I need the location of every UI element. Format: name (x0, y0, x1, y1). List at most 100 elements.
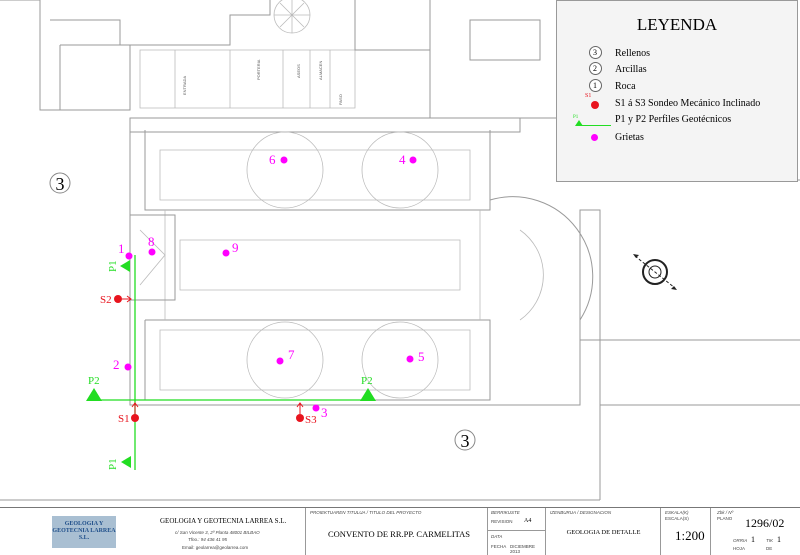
profile-markers: P1 P1 P2 P2 (86, 260, 376, 470)
legend-item: 3 Rellenos (557, 46, 797, 62)
profile-triangle-icon (575, 120, 583, 126)
plan-number: 1296/02 (745, 516, 785, 530)
legend-label: Grietas (615, 132, 644, 143)
legend-title: LEYENDA (636, 15, 718, 34)
building-walls (0, 0, 800, 501)
revision-header: BERRIKUSTE (491, 510, 520, 515)
sheet-label: HOJA (733, 546, 746, 551)
legend-label: Roca (615, 81, 636, 92)
crack-label: 1 (118, 241, 125, 256)
title-block: GEOLOGIA Y GEOTECNIA LARREA S.L. GEOLOGI… (0, 507, 800, 555)
profile-line-icon (579, 125, 611, 126)
date-header: DATA (491, 534, 503, 539)
legend-item: 1 Roca (557, 79, 797, 95)
zone-marker: 3 (454, 429, 476, 451)
floor-plan: ENTRADA PORTERIA ASEOS ALMACEN PASO 3 3 … (0, 0, 800, 501)
sheet-value: 1 (751, 535, 755, 544)
profile-triangle-icon (120, 260, 130, 272)
crack-marker (406, 355, 414, 363)
plan-label: PLANO (717, 516, 733, 521)
legend-item: Grietas (557, 130, 797, 146)
legend-symbol: 1 (588, 79, 602, 92)
project-header: PROIEKTUAREN TITULUA / TITULO DEL PROYEC… (310, 510, 422, 515)
legend-symbol: 2 (588, 62, 602, 75)
room-label: ALMACEN (318, 61, 323, 80)
crack-label: 2 (113, 357, 120, 372)
zone-number: 3 (56, 174, 65, 194)
designation-header: IZENBURUA / DESIGNACION (550, 510, 612, 515)
logo-text: GEOLOGIA Y GEOTECNIA LARREA S.L. (52, 521, 116, 541)
borehole-label: S2 (100, 294, 112, 306)
crack-label: 9 (232, 240, 239, 255)
legend-panel: LEYENDA 3 Rellenos 2 Arcillas 1 Roca S1 … (556, 0, 798, 182)
scale-header: ESKALA(K) (665, 510, 689, 515)
crack-label: 5 (418, 349, 425, 364)
crack-label: 7 (288, 347, 295, 362)
revision-value: A4 (524, 518, 532, 524)
zone-number: 3 (461, 431, 470, 451)
crack-icon (591, 134, 598, 141)
designation-value: GEOLOGIA DE DETALLE (566, 529, 641, 536)
of-value: 1 (777, 535, 781, 544)
legend-label: S1 á S3 Sondeo Mecánico Inclinado (615, 98, 761, 109)
crack-marker (280, 156, 288, 164)
revision-label: REVISION (491, 519, 513, 524)
borehole-marker (114, 295, 122, 303)
company-name: GEOLOGIA Y GEOTECNIA LARREA S.L. (160, 517, 287, 525)
crack-marker (148, 248, 156, 256)
borehole-icon (591, 101, 599, 109)
north-arrow-icon (633, 254, 677, 290)
legend-item: P1 P1 y P2 Perfiles Geotécnicos (557, 112, 797, 128)
of-header: TIK (766, 538, 774, 543)
legend-symbol: P1 (573, 115, 579, 120)
date-label: FECHA (491, 544, 507, 549)
cracks: 1 8 9 6 4 7 5 2 3 (113, 152, 425, 420)
borehole-marker (296, 414, 304, 422)
profile-label: P2 (88, 375, 100, 387)
legend-item: S1 S1 á S3 Sondeo Mecánico Inclinado (557, 93, 797, 112)
profile-triangle-icon (121, 456, 131, 468)
of-label: DE (766, 546, 773, 551)
profile-label: P1 (107, 458, 119, 470)
zone-marker: 3 (49, 172, 71, 194)
crack-marker (312, 404, 320, 412)
borehole-label: S1 (118, 413, 130, 425)
crack-marker (276, 357, 284, 365)
company-logo: GEOLOGIA Y GEOTECNIA LARREA S.L. (52, 516, 116, 548)
company-phone: Tfno.: 94 436 41 95 (188, 537, 228, 542)
profile-label: P2 (361, 375, 373, 387)
legend-symbol: S1 (585, 93, 592, 99)
sheet-header: ORRIA (733, 538, 748, 543)
company-address: c/ San Vicente 3, 2º Planta 48001 BILBAO (175, 530, 260, 535)
boreholes: S1 S2 S3 (100, 294, 317, 426)
scale-label: ESCALA(S) (665, 516, 689, 521)
scale-value: 1:200 (675, 528, 705, 543)
borehole-label: S3 (305, 414, 317, 426)
legend-label: P1 y P2 Perfiles Geotécnicos (615, 114, 732, 125)
room-label: PASO (338, 94, 343, 105)
crack-label: 4 (399, 152, 406, 167)
legend-symbol: 3 (588, 46, 602, 59)
crack-marker (409, 156, 417, 164)
crack-label: 3 (321, 405, 328, 420)
date-value: DICIEMBRE 2013 (510, 544, 536, 554)
room-label: ASEOS (296, 64, 301, 78)
borehole-marker (131, 414, 139, 422)
plan-header: Zbk / Nº (717, 510, 734, 515)
legend-label: Arcillas (615, 64, 647, 75)
room-labels: ENTRADA PORTERIA ASEOS ALMACEN PASO (182, 59, 343, 105)
crack-label: 8 (148, 234, 155, 249)
project-title: CONVENTO DE RR.PP. CARMELITAS (328, 529, 471, 539)
profile-lines (94, 255, 372, 470)
room-label: PORTERIA (256, 59, 261, 80)
crack-label: 6 (269, 152, 276, 167)
crack-marker (222, 249, 230, 257)
crack-marker (124, 363, 132, 371)
profile-triangle-icon (86, 388, 102, 401)
legend-label: Rellenos (615, 48, 650, 59)
legend-item: 2 Arcillas (557, 62, 797, 78)
room-label: ENTRADA (182, 76, 187, 95)
profile-triangle-icon (360, 388, 376, 401)
crack-marker (125, 252, 133, 260)
company-email: Email: geolarrea@geolarrea.com (182, 545, 249, 550)
